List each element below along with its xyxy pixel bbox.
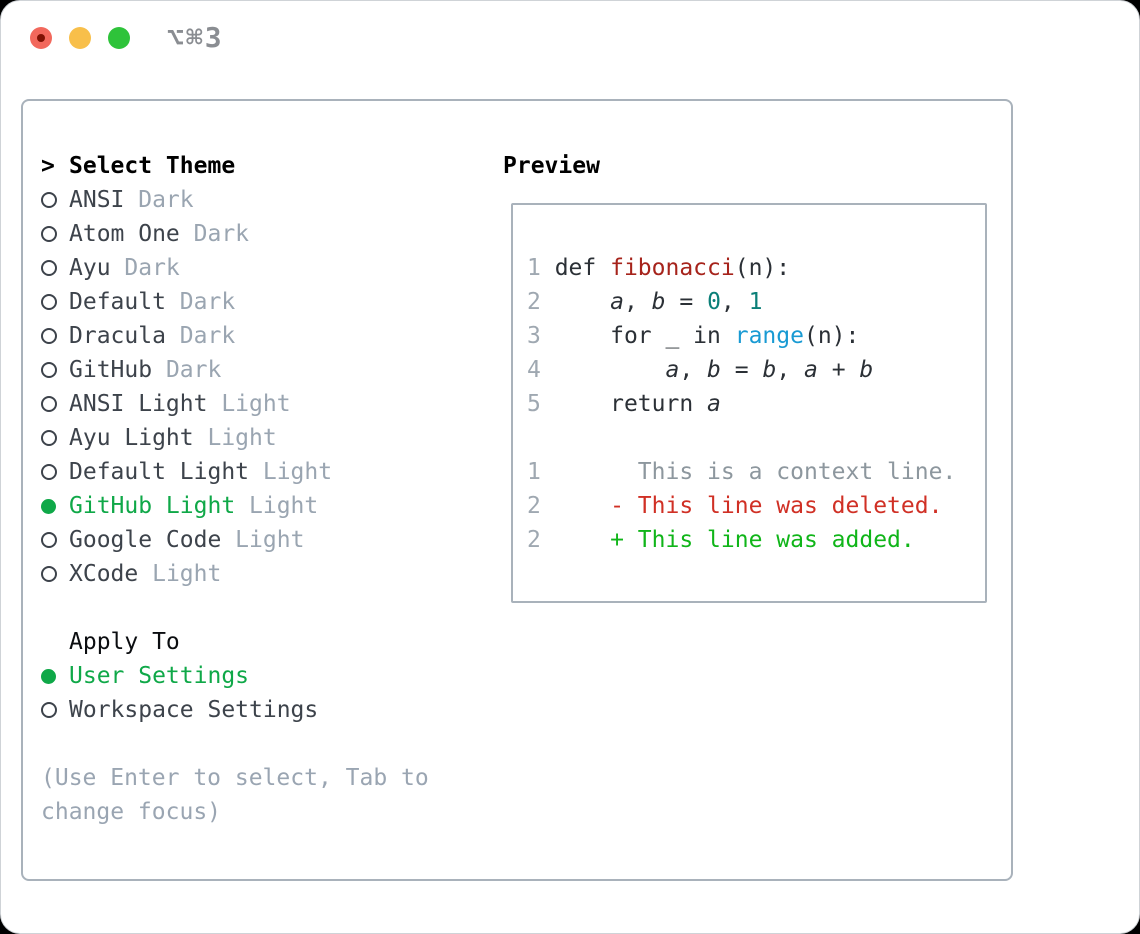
code-preview: 1 def fibonacci(n): 2 a, b = 0, 1 3 for _ … — [527, 251, 956, 557]
radio-unselected-icon — [41, 566, 69, 582]
radio-unselected-icon — [41, 396, 69, 412]
theme-name: GitHub Light — [69, 493, 236, 519]
theme-variant: Dark — [124, 187, 194, 213]
radio-unselected-icon — [41, 464, 69, 480]
theme-variant: Light — [138, 561, 222, 587]
theme-name: Default Light — [69, 459, 250, 485]
theme-option-default-light[interactable]: Default Light Light — [41, 455, 471, 489]
close-button[interactable] — [30, 27, 52, 49]
theme-option-default[interactable]: Default Dark — [41, 285, 471, 319]
minimize-button[interactable] — [69, 27, 91, 49]
theme-variant: Light — [235, 493, 319, 519]
code-line: 1 This is a context line. — [527, 459, 957, 485]
theme-variant: Light — [207, 391, 291, 417]
theme-option-atom-one[interactable]: Atom One Dark — [41, 217, 471, 251]
theme-variant: Dark — [165, 323, 236, 349]
title-bar: ⌥⌘3 — [1, 1, 1139, 76]
apply-option-label: Workspace Settings — [69, 697, 319, 723]
preview-panel: 1 def fibonacci(n): 2 a, b = 0, 1 3 for _ … — [511, 203, 987, 603]
theme-name: Ayu — [69, 255, 111, 281]
theme-name: Atom One — [69, 221, 180, 247]
radio-unselected-icon — [41, 328, 69, 344]
keyboard-hint-text: (Use Enter to select, Tab to change focu… — [41, 765, 429, 825]
theme-name: Ayu Light — [69, 425, 194, 451]
theme-option-ansi[interactable]: ANSI Dark — [41, 183, 471, 217]
radio-unselected-icon — [41, 260, 69, 276]
theme-variant: Dark — [179, 221, 250, 247]
traffic-lights — [30, 27, 130, 49]
focus-caret-icon: > — [41, 153, 55, 179]
select-theme-header: > Select Theme — [41, 149, 471, 183]
theme-option-ansi-light[interactable]: ANSI Light Light — [41, 387, 471, 421]
theme-option-github[interactable]: GitHub Dark — [41, 353, 471, 387]
radio-unselected-icon — [41, 226, 69, 242]
spacer-row — [41, 727, 471, 761]
code-line: 3 for _ in range(n): — [527, 323, 860, 349]
theme-variant: Light — [221, 527, 305, 553]
theme-variant: Dark — [110, 255, 180, 281]
theme-option-dracula[interactable]: Dracula Dark — [41, 319, 471, 353]
apply-option-user-settings[interactable]: User Settings — [41, 659, 471, 693]
window-shortcut-label: ⌥⌘3 — [167, 21, 224, 54]
theme-name: Google Code — [69, 527, 222, 553]
theme-option-ayu-light[interactable]: Ayu Light Light — [41, 421, 471, 455]
apply-option-workspace-settings[interactable]: Workspace Settings — [41, 693, 471, 727]
theme-name: XCode — [69, 561, 139, 587]
radio-unselected-icon — [41, 532, 69, 548]
radio-unselected-icon — [41, 702, 69, 718]
zoom-button[interactable] — [108, 27, 130, 49]
theme-variant: Light — [249, 459, 333, 485]
code-line: 2 + This line was added. — [527, 527, 915, 553]
select-theme-title: Select Theme — [69, 153, 236, 179]
radio-unselected-icon — [41, 294, 69, 310]
theme-option-xcode[interactable]: XCode Light — [41, 557, 471, 591]
theme-variant: Dark — [152, 357, 222, 383]
code-line — [527, 421, 956, 455]
theme-option-ayu[interactable]: Ayu Dark — [41, 251, 471, 285]
radio-unselected-icon — [41, 430, 69, 446]
code-line: 4 a, b = b, a + b — [527, 357, 874, 383]
apply-to-header: Apply To — [41, 625, 471, 659]
radio-unselected-icon — [41, 362, 69, 378]
apply-option-label: User Settings — [69, 663, 250, 689]
apply-to-title: Apply To — [69, 629, 180, 655]
theme-name: ANSI Light — [69, 391, 208, 417]
preview-title: Preview — [503, 153, 600, 179]
code-line: 2 - This line was deleted. — [527, 493, 943, 519]
theme-name: Dracula — [69, 323, 166, 349]
code-line: 2 a, b = 0, 1 — [527, 289, 763, 315]
theme-variant: Light — [193, 425, 277, 451]
radio-unselected-icon — [41, 192, 69, 208]
radio-selected-icon — [41, 668, 69, 684]
spacer-row — [41, 591, 471, 625]
theme-option-google-code[interactable]: Google Code Light — [41, 523, 471, 557]
radio-selected-icon — [41, 498, 69, 514]
code-line: 1 def fibonacci(n): — [527, 255, 791, 281]
theme-name: GitHub — [69, 357, 153, 383]
theme-variant: Dark — [165, 289, 236, 315]
code-line: 5 return a — [527, 391, 721, 417]
theme-name: ANSI — [69, 187, 125, 213]
theme-option-github-light[interactable]: GitHub Light Light — [41, 489, 471, 523]
theme-name: Default — [69, 289, 166, 315]
